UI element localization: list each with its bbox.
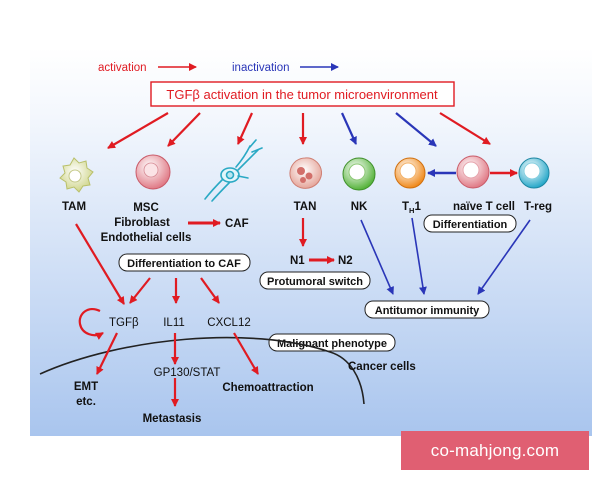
antitumor-immunity-label: Antitumor immunity	[375, 305, 480, 317]
legend-inactivation-label: inactivation	[232, 62, 290, 74]
background-panel	[30, 48, 592, 436]
differentiation-to-caf-box	[118, 253, 251, 272]
arrow-tam-to-tgfb	[75, 223, 125, 305]
caf-cell-icon	[204, 139, 263, 202]
gp130-stat-label: GP130/STAT	[154, 367, 221, 379]
arrow-title-to-tam	[107, 112, 169, 149]
protumoral-switch-label: Protumoral switch	[267, 276, 363, 288]
nk-label: NK	[351, 201, 368, 213]
msc-label: MSC	[133, 202, 159, 214]
arrow-caf-to-cxcl12	[200, 277, 220, 304]
nk-cell-icon	[342, 157, 376, 191]
malignant-phenotype-label: Malignant phenotype	[277, 338, 387, 350]
arrow-caf-to-tgfb	[129, 277, 151, 304]
cancer-cell-membrane	[39, 336, 365, 405]
tgfb-label: TGFβ	[109, 317, 139, 329]
legend-activation-label: activation	[98, 62, 147, 74]
arrow-cxcl12-to-chemo	[233, 332, 259, 375]
cancer-cells-label: Cancer cells	[348, 361, 416, 373]
differentiation-label: Differentiation	[433, 219, 508, 231]
tan-cell-icon	[289, 157, 322, 189]
arrow-title-to-nk	[340, 112, 358, 145]
treg-cell-icon	[518, 157, 550, 189]
tam-cell-icon	[59, 157, 94, 193]
antitumor-immunity-box	[364, 300, 490, 319]
metastasis-label: Metastasis	[143, 413, 202, 425]
legend: activation inactivation	[98, 62, 339, 74]
arrow-treg-to-antitumor	[477, 219, 531, 295]
title-arrows	[107, 112, 491, 149]
naive-t-cell-icon	[456, 155, 490, 189]
msc-cell-icon	[135, 154, 171, 190]
arrow-title-to-treg	[439, 112, 491, 145]
malignant-phenotype-box	[268, 333, 396, 352]
treg-label: T-reg	[524, 201, 552, 213]
differentiation-box	[423, 214, 517, 233]
arrow-title-to-th1	[395, 112, 437, 147]
arrow-title-to-caf	[236, 112, 254, 145]
n1-label: N1	[290, 255, 305, 267]
fibroblast-label: Fibroblast	[114, 217, 170, 229]
th1-cell-icon	[394, 157, 426, 189]
cxcl12-label: CXCL12	[207, 317, 250, 329]
protumoral-switch-box	[259, 271, 371, 290]
arrow-th1-to-antitumor	[411, 217, 427, 295]
endothelial-label: Endothelial cells	[101, 232, 192, 244]
il11-label: IL11	[163, 317, 185, 329]
arrow-tgfb-to-emt	[96, 332, 118, 375]
tam-label: TAM	[62, 201, 86, 213]
title-box	[150, 81, 455, 107]
etc-label: etc.	[76, 396, 96, 408]
emt-label: EMT	[74, 381, 98, 393]
watermark-badge: co-mahjong.com	[401, 431, 589, 470]
tan-label: TAN	[294, 201, 317, 213]
differentiation-to-caf-label: Differentiation to CAF	[127, 258, 241, 270]
autocrine-loop-arrow	[78, 307, 104, 340]
arrow-nk-to-antitumor	[360, 219, 394, 295]
caf-label: CAF	[225, 218, 249, 230]
naive-t-cell-label: naïve T cell	[453, 201, 515, 213]
diagram-title: TGFβ activation in the tumor microenviro…	[166, 87, 438, 102]
arrow-title-to-msc	[167, 112, 201, 147]
chemoattraction-label: Chemoattraction	[222, 382, 313, 394]
n2-label: N2	[338, 255, 353, 267]
th1-label: TH1	[402, 201, 421, 215]
